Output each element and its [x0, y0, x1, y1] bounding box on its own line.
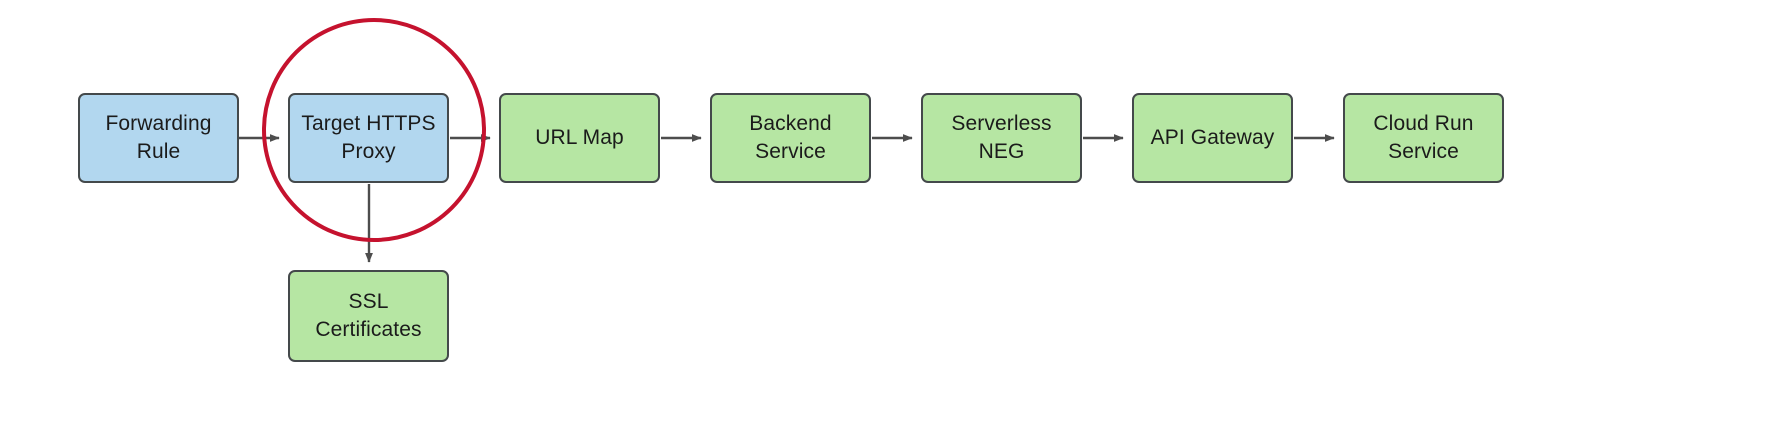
- node-url-map[interactable]: URL Map: [499, 93, 660, 183]
- node-forwarding-rule[interactable]: Forwarding Rule: [78, 93, 239, 183]
- node-serverless-neg[interactable]: Serverless NEG: [921, 93, 1082, 183]
- node-api-gateway[interactable]: API Gateway: [1132, 93, 1293, 183]
- node-target-https-proxy[interactable]: Target HTTPS Proxy: [288, 93, 449, 183]
- node-backend-service[interactable]: Backend Service: [710, 93, 871, 183]
- node-cloud-run-service[interactable]: Cloud Run Service: [1343, 93, 1504, 183]
- node-ssl-certificates[interactable]: SSL Certificates: [288, 270, 449, 362]
